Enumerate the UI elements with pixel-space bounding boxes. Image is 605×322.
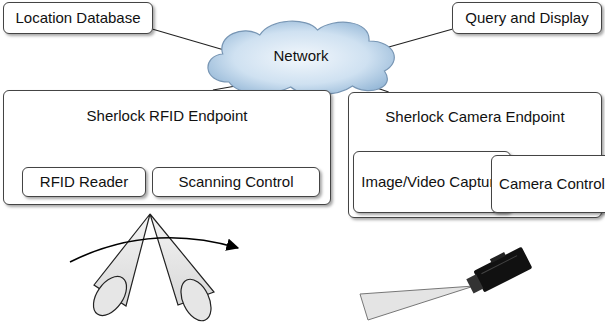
component-box: RFID Reader — [22, 167, 146, 197]
box-label: Query and Display — [465, 9, 588, 26]
component-box: Scanning Control — [152, 167, 320, 197]
box-label: Image/Video Capture — [361, 173, 502, 190]
camera-symbol — [463, 244, 532, 297]
camera-view — [360, 286, 474, 320]
box-heading: Sherlock Camera Endpoint — [385, 108, 564, 125]
rfid-cone-base — [175, 275, 217, 322]
box-label: Network — [273, 47, 328, 64]
box-heading: Sherlock RFID Endpoint — [87, 107, 248, 124]
box-label: Scanning Control — [178, 173, 293, 190]
component-box: Camera Control — [491, 155, 605, 213]
endpoint-box: Sherlock Camera EndpointImage/Video Capt… — [348, 92, 602, 218]
box-label: Camera Control — [499, 175, 605, 192]
component-box: Image/Video Capture — [353, 151, 511, 213]
endpoint-box: Sherlock RFID EndpointRFID Reader Scannin… — [3, 90, 331, 205]
rfid-cone-base — [87, 271, 134, 322]
scan-arrow — [70, 238, 238, 262]
box-label: RFID Reader — [40, 173, 128, 190]
display-box: Query and Display — [452, 2, 602, 34]
network-cloud: Network — [198, 16, 404, 96]
box-label: Location Database — [15, 9, 140, 26]
network-link — [153, 29, 231, 52]
database-box: Location Database — [3, 2, 153, 34]
rfid-beam — [87, 214, 217, 322]
